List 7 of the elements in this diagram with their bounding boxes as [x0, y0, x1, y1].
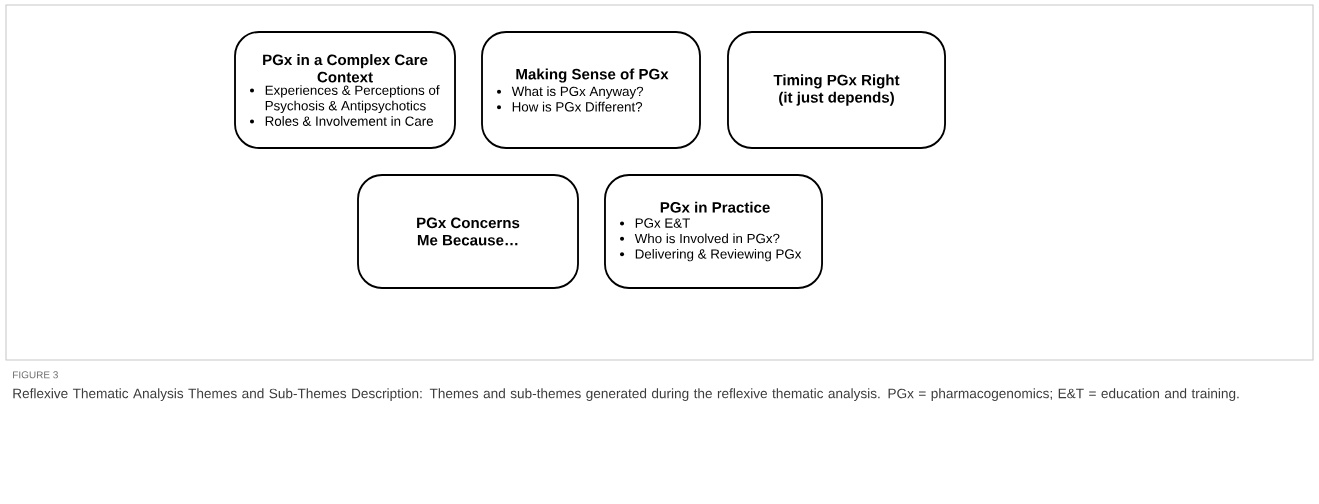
theme-box: Timing PGx Right (it just depends) — [727, 31, 946, 149]
figure-number: FIGURE 3 — [13, 371, 58, 379]
theme-box: PGx Concerns Me Because… — [357, 174, 579, 289]
theme-box: PGx in Practice PGx E&T Who is Involved in PGx? Delivering & Reviewing PGx — [604, 174, 823, 289]
caption: Reflexive Thematic Analysis Themes and Sub-Themes Description: Themes and sub-themes generated during the reflexive thematic analysis. PGx = pharmacogenomics; E&T = education and training. — [13, 388, 1239, 401]
theme-box: Making Sense of PGx What is PGx Anyway? How is PGx Different? — [481, 31, 701, 149]
theme-box: PGx in a Complex Care Context Experiences & Perceptions of Psychosis & Antipsychotics Roles & Involvement in Care — [234, 31, 456, 149]
